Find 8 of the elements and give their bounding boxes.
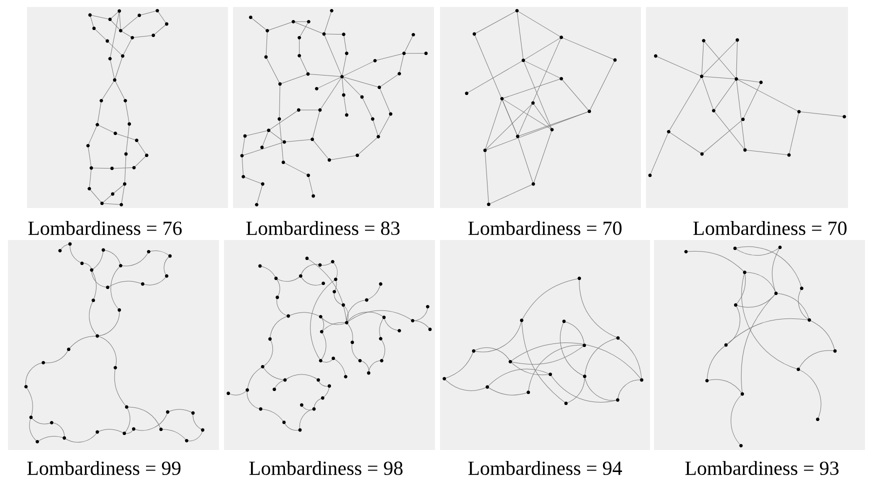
panel-caption: Lombardiness = 76 — [28, 220, 182, 236]
panel-caption: Lombardiness = 94 — [468, 460, 622, 476]
panel-caption: Lombardiness = 70 — [693, 220, 847, 236]
panel-caption: Lombardiness = 93 — [685, 460, 839, 476]
panel-caption: Lombardiness = 98 — [249, 460, 403, 476]
panel-caption: Lombardiness = 83 — [246, 220, 400, 236]
panel-caption: Lombardiness = 70 — [468, 220, 622, 236]
panel-caption: Lombardiness = 99 — [27, 460, 180, 476]
